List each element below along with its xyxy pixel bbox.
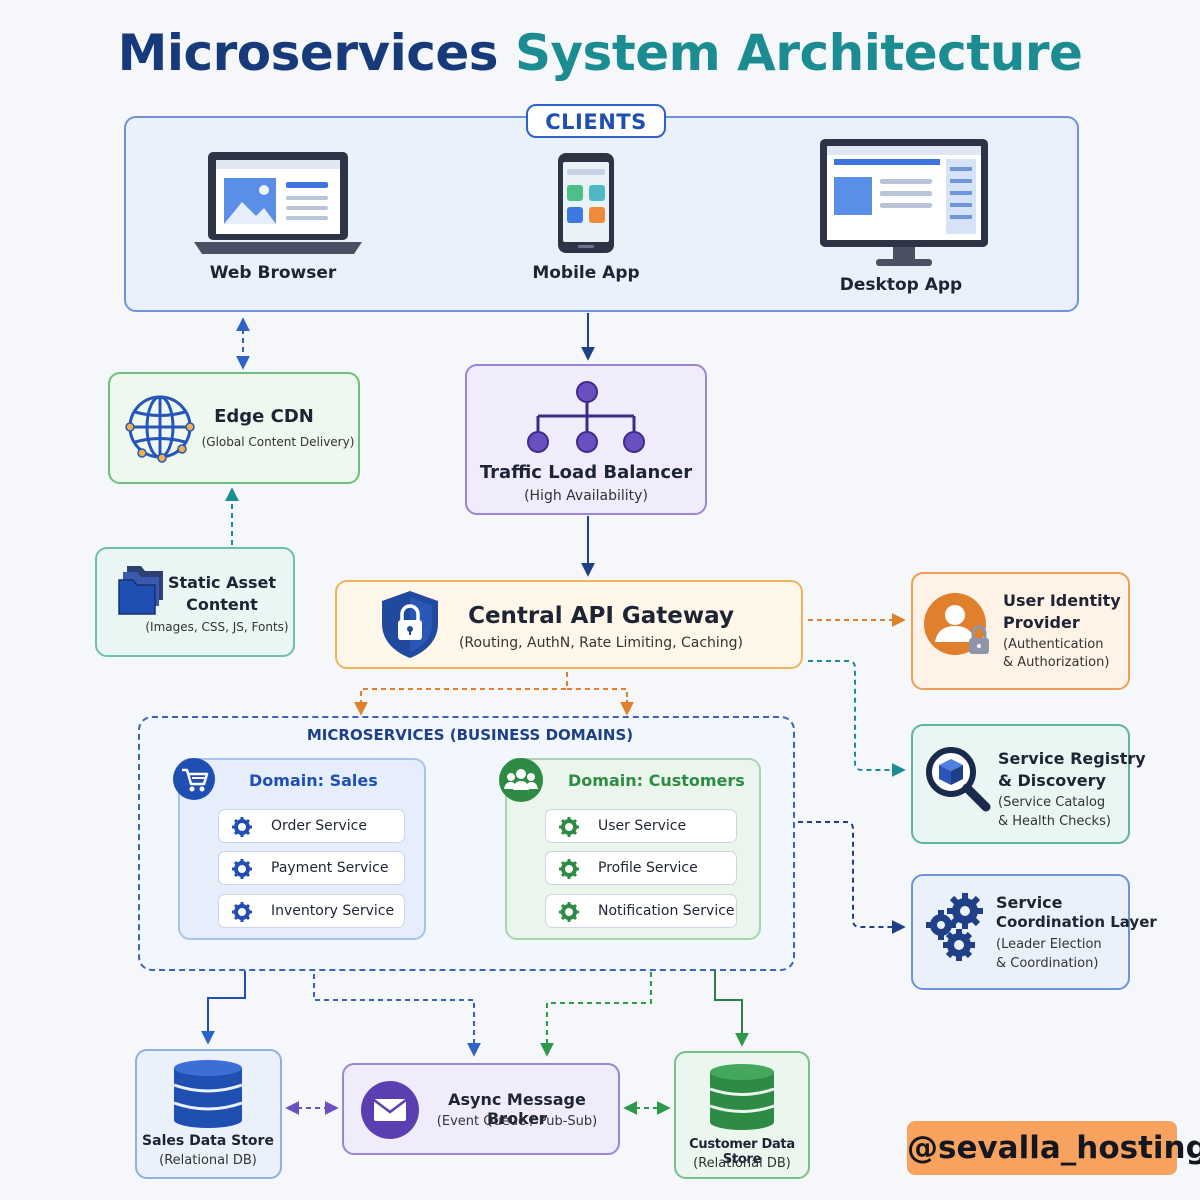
database-icon (173, 1060, 243, 1128)
service-notification-label: Notification Service (598, 903, 735, 919)
desktop-monitor-icon (820, 139, 988, 266)
service-notification: Notification Service (545, 894, 737, 928)
globe-icon (125, 395, 195, 463)
sales-db-sub: (Relational DB) (159, 1153, 257, 1168)
title-part2: System Architecture (514, 24, 1083, 82)
load-balancer-label: Traffic Load Balancer (479, 462, 693, 483)
brand-handle: @sevalla_hosting (907, 1121, 1200, 1175)
service-payment: Payment Service (218, 851, 405, 885)
desktop-app-label: Desktop App (839, 275, 963, 295)
mobile-app-label: Mobile App (532, 263, 640, 283)
page-title: Microservices System Architecture (0, 24, 1200, 82)
load-balancer-sub: (High Availability) (524, 488, 648, 504)
customer-db-sub: (Relational DB) (693, 1156, 791, 1171)
arrow-gateway-ms (360, 672, 628, 712)
network-tree-icon (527, 381, 645, 453)
shield-lock-icon (382, 591, 438, 658)
service-registry-box (911, 724, 1130, 844)
coordination-sub2: & Coordination) (996, 956, 1099, 971)
service-payment-label: Payment Service (271, 860, 389, 876)
arrow-ms-coordination (798, 821, 906, 934)
user-lock-icon (924, 593, 989, 655)
phone-icon (558, 153, 614, 253)
gear-icon (232, 902, 252, 922)
edge-cdn-label: Edge CDN (214, 406, 314, 427)
gear-icon (232, 859, 252, 879)
coordination-line1: Service (996, 893, 1063, 912)
service-inventory: Inventory Service (218, 894, 405, 928)
identity-sub1: (Authentication (1003, 637, 1104, 652)
arrow-gateway-registry (808, 660, 906, 777)
clients-heading: CLIENTS (526, 104, 666, 138)
coordination-line2: Coordination Layer (996, 913, 1157, 931)
gear-icon (559, 902, 579, 922)
gear-icon (232, 817, 252, 837)
coordination-box (911, 874, 1130, 990)
gears-icon (926, 893, 983, 961)
gear-icon (559, 859, 579, 879)
edge-cdn-sub: (Global Content Delivery) (201, 435, 355, 449)
broker-label: Async Message Broker (448, 1090, 586, 1128)
microservices-heading: MICROSERVICES (BUSINESS DOMAINS) (306, 726, 634, 744)
sales-db-label: Sales Data Store (142, 1133, 274, 1149)
registry-line2: & Discovery (998, 771, 1106, 790)
broker-sub: (Event Queue / Pub-Sub) (436, 1114, 598, 1129)
coordination-sub1: (Leader Election (996, 937, 1102, 952)
registry-line1: Service Registry (998, 749, 1146, 768)
arrow-sales-db (201, 945, 246, 1045)
customer-db-label: Customer Data Store (689, 1137, 795, 1167)
registry-sub1: (Service Catalog (998, 795, 1106, 810)
service-user: User Service (545, 809, 737, 843)
customers-domain-label: Domain: Customers (568, 771, 745, 790)
magnifier-cube-icon (926, 747, 991, 812)
identity-line2: Provider (1003, 613, 1080, 632)
registry-sub2: & Health Checks) (998, 814, 1111, 829)
identity-sub2: & Authorization) (1003, 655, 1110, 670)
service-inventory-label: Inventory Service (271, 903, 395, 919)
sales-domain-label: Domain: Sales (249, 771, 378, 790)
service-user-label: User Service (598, 818, 687, 834)
service-profile-label: Profile Service (598, 860, 698, 876)
api-gateway-sub: (Routing, AuthN, Rate Limiting, Caching) (458, 635, 744, 651)
web-browser-label: Web Browser (209, 263, 337, 283)
database-icon (709, 1064, 775, 1130)
api-gateway-label: Central API Gateway (468, 603, 734, 629)
service-profile: Profile Service (545, 851, 737, 885)
gear-icon (559, 817, 579, 837)
arrow-customers-broker (540, 945, 652, 1057)
static-asset-line2: Content (186, 595, 258, 614)
user-group-icon (499, 758, 543, 802)
service-order: Order Service (218, 809, 405, 843)
static-asset-line1: Static Asset (167, 573, 277, 592)
arrow-customers-db (714, 945, 749, 1047)
arrow-sales-broker (313, 974, 481, 1057)
folder-stack-icon (118, 566, 163, 615)
static-asset-sub: (Images, CSS, JS, Fonts) (145, 620, 289, 634)
title-part1: Microservices (117, 24, 499, 82)
envelope-icon (361, 1081, 419, 1139)
shopping-cart-icon (173, 758, 215, 800)
laptop-icon (194, 152, 362, 254)
service-order-label: Order Service (271, 818, 367, 834)
identity-line1: User Identity (1003, 591, 1121, 610)
